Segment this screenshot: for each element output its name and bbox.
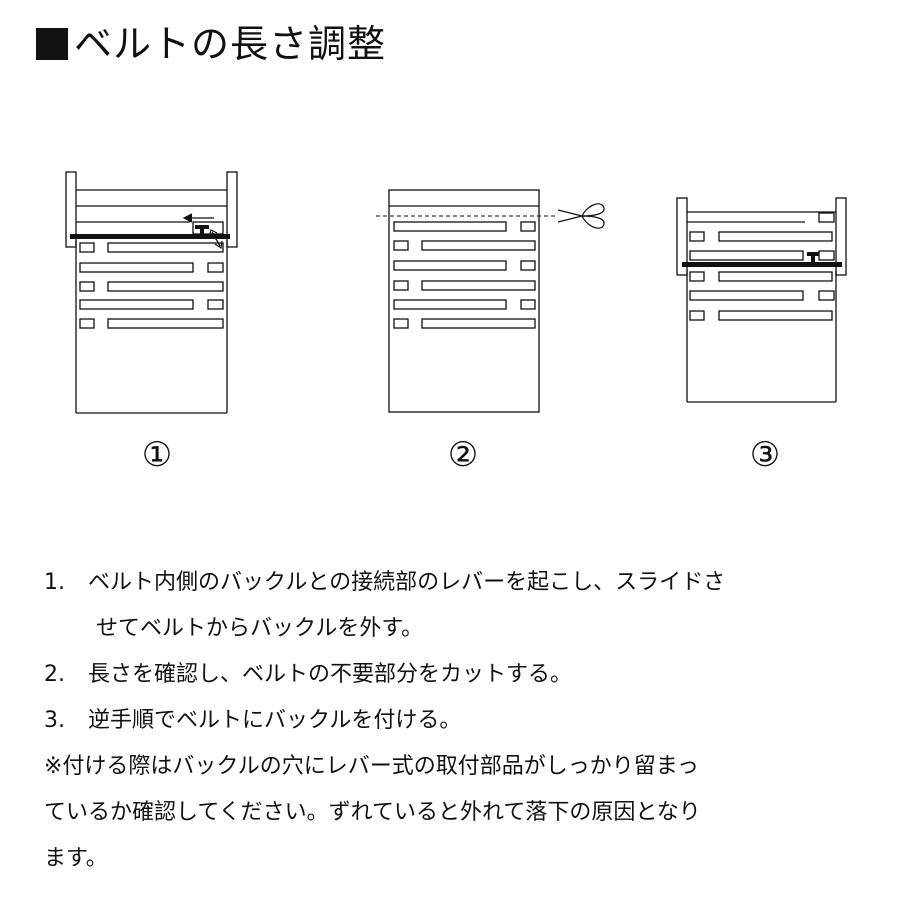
instruction-text-cont: せてベルトからバックルを外す。 [96,616,424,641]
belt-adjust-diagram [65,171,847,414]
buckle-rail-left [65,171,77,248]
instruction-3: 3. 逆手順でベルトにバックルを付ける。 [44,698,874,744]
arrow-left-icon [182,213,214,223]
lever-top [807,252,819,256]
step-label-2: ② [447,435,479,475]
lever-stem [811,256,815,263]
instruction-1: 1. ベルト内側のバックルとの接続部のレバーを起こし、スライドさ せてベルトから… [44,560,874,652]
instruction-number: 2. [44,662,65,687]
instruction-number: 1. [44,570,65,595]
step-label-1: ① [141,435,173,475]
step2-belt [376,189,556,413]
step1-belt [65,171,238,414]
page-title: ベルトの長さ調整 [36,14,386,74]
buckle-rail-right [835,197,847,276]
connector-bar [682,262,842,267]
instruction-text: 長さを確認し、ベルトの不要部分をカットする。 [88,662,573,687]
buckle-rail-left [676,197,688,276]
double-arrow-icon [208,229,223,250]
title-text: ベルトの長さ調整 [74,22,387,66]
step-label-3: ③ [749,435,781,475]
step3-belt [676,197,847,403]
lever-stem [200,229,204,235]
connector-bar [70,234,230,239]
scissors-icon [557,203,605,229]
lever-top [195,225,209,229]
note-line-1: ※付ける際はバックルの穴にレバー式の取付部品がしっかり留まっ [44,754,699,779]
buckle-rail-right [226,171,238,248]
instruction-number: 3. [44,708,65,733]
instruction-text: 逆手順でベルトにバックルを付ける。 [88,708,462,733]
instruction-text: ベルト内側のバックルとの接続部のレバーを起こし、スライドさ [88,570,726,595]
instructions: 1. ベルト内側のバックルとの接続部のレバーを起こし、スライドさ せてベルトから… [44,560,874,882]
black-square-bullet [36,28,68,60]
note-line-2: ているか確認してください。ずれていると外れて落下の原因となり [44,800,701,825]
instruction-2: 2. 長さを確認し、ベルトの不要部分をカットする。 [44,652,874,698]
lever-frame [192,221,224,235]
note-line-3: ます。 [44,846,108,871]
